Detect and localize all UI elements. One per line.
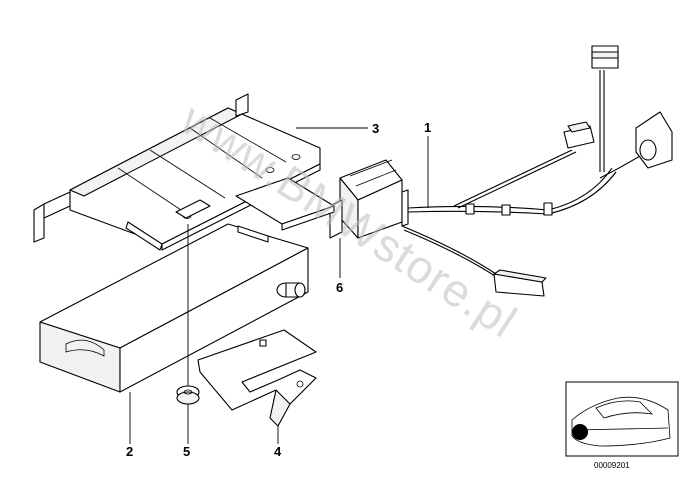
leader-lines — [129, 127, 429, 444]
location-thumbnail[interactable]: 00009201 — [565, 381, 679, 470]
part-4-holder[interactable] — [197, 329, 317, 427]
callout-6[interactable]: 6 — [336, 280, 343, 295]
callout-5[interactable]: 5 — [183, 444, 190, 459]
part-1-wiring-harness[interactable] — [401, 45, 673, 297]
callout-1[interactable]: 1 — [424, 120, 431, 135]
callout-3[interactable]: 3 — [372, 121, 379, 136]
thumbnail-code: 00009201 — [594, 461, 630, 470]
part-6-connector[interactable] — [329, 159, 409, 239]
callout-labels: 3 1 6 2 5 4 — [126, 120, 431, 459]
part-5-grommet[interactable] — [176, 385, 200, 405]
callout-2[interactable]: 2 — [126, 444, 133, 459]
flat-cable — [235, 177, 335, 231]
location-marker-icon — [572, 424, 588, 440]
part-2-control-unit[interactable] — [39, 223, 309, 393]
callout-4[interactable]: 4 — [274, 444, 282, 459]
